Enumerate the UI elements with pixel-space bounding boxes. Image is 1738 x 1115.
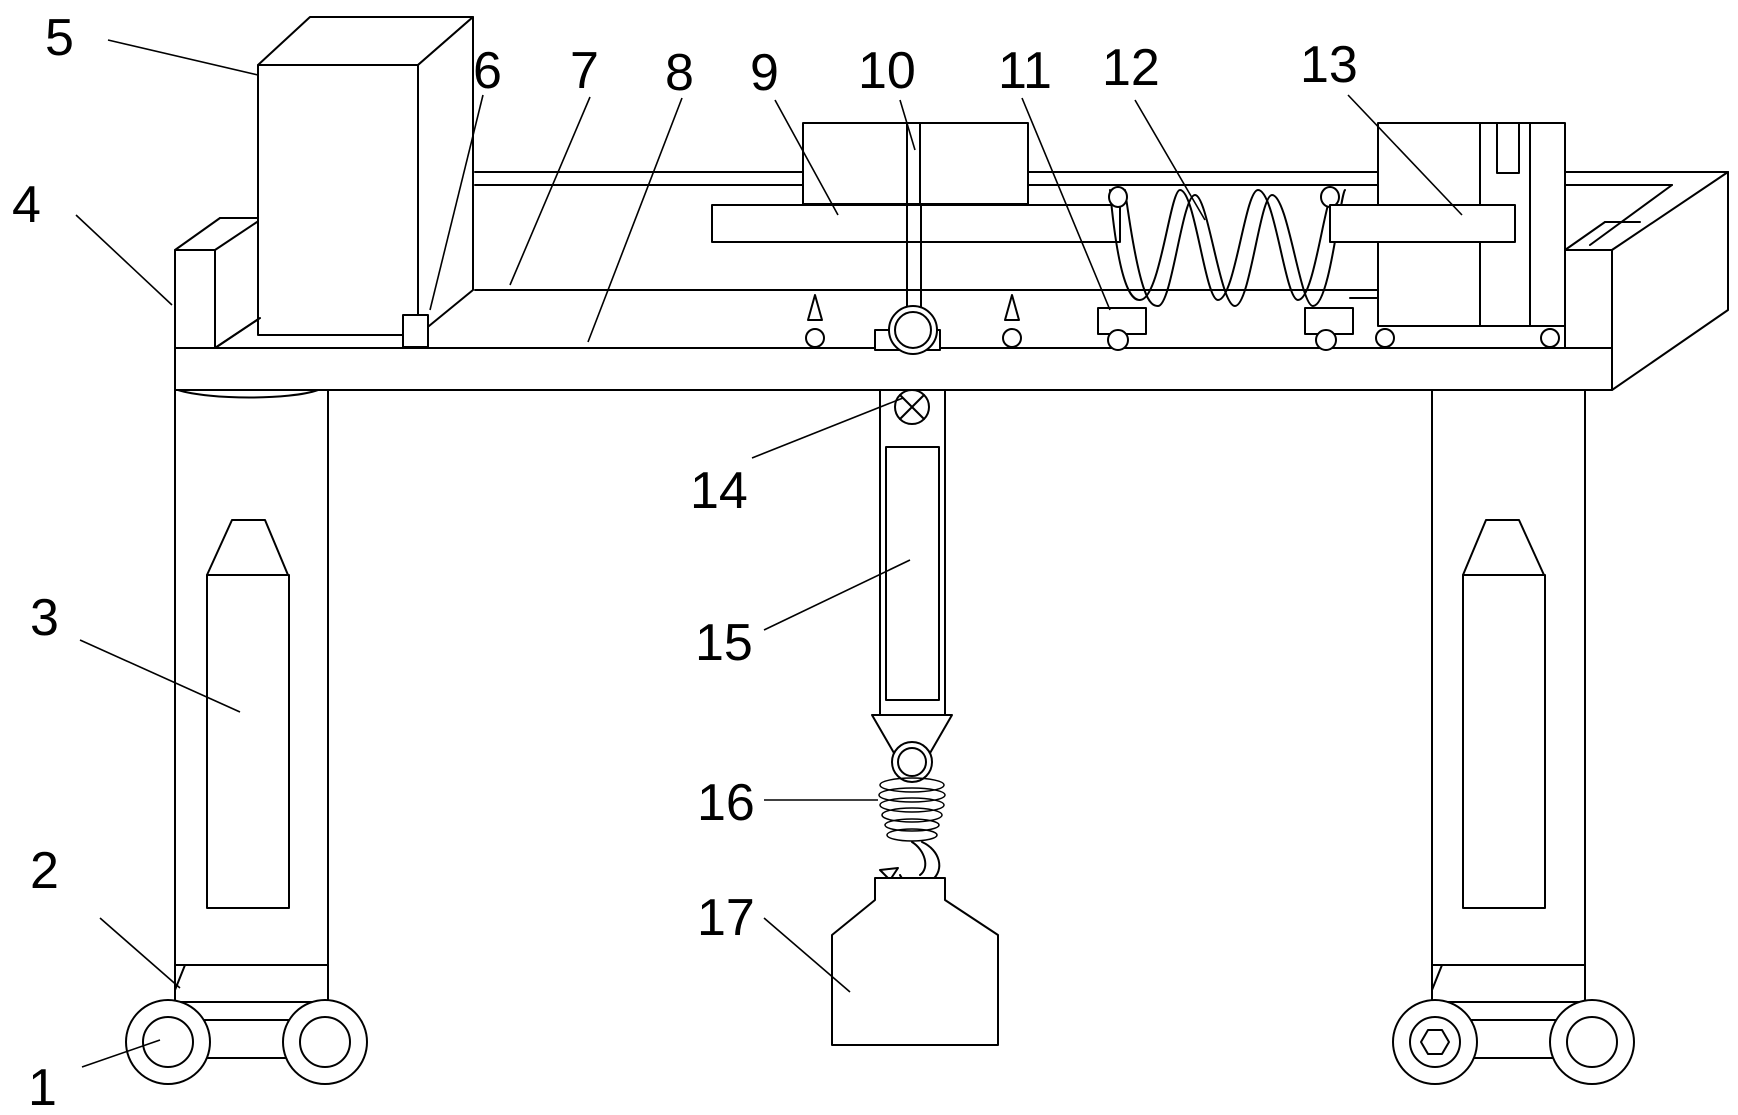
wheel [125, 999, 1635, 1085]
label-2: 2 [30, 842, 59, 900]
label-11: 11 [998, 42, 1052, 100]
label-1: 1 [28, 1059, 57, 1115]
motor-box [257, 16, 474, 336]
part-labels: 1 2 3 4 5 6 7 8 9 10 11 12 13 14 15 16 1… [12, 9, 1358, 1115]
buffer-spring [878, 741, 946, 842]
centre-pulley [874, 305, 941, 355]
label-14: 14 [690, 462, 748, 520]
right-leg [1431, 389, 1586, 966]
leader-lines [75, 39, 1463, 1068]
frame-side-wall [174, 217, 263, 349]
label-7: 7 [570, 42, 599, 100]
compression-spring [1108, 186, 1346, 307]
trolley-block [802, 122, 1029, 205]
load-weight [831, 877, 999, 1046]
label-16: 16 [697, 774, 755, 832]
top-beam-deck [174, 171, 1729, 391]
roller-seat [1097, 307, 1354, 351]
wheel-base-plate [174, 964, 1586, 1003]
label-4: 4 [12, 176, 41, 234]
label-8: 8 [665, 44, 694, 102]
deck-rollers [805, 294, 1022, 348]
label-15: 15 [695, 614, 753, 672]
label-5: 5 [45, 9, 74, 67]
motor-foot-block [402, 314, 429, 348]
label-3: 3 [30, 589, 59, 647]
left-leg [174, 389, 329, 966]
label-9: 9 [750, 44, 779, 102]
label-17: 17 [697, 889, 755, 947]
label-10: 10 [858, 42, 916, 100]
label-13: 13 [1300, 36, 1358, 94]
label-6: 6 [473, 42, 502, 100]
slide-bar [711, 204, 1121, 243]
label-12: 12 [1102, 39, 1160, 97]
push-rod [1329, 204, 1516, 243]
